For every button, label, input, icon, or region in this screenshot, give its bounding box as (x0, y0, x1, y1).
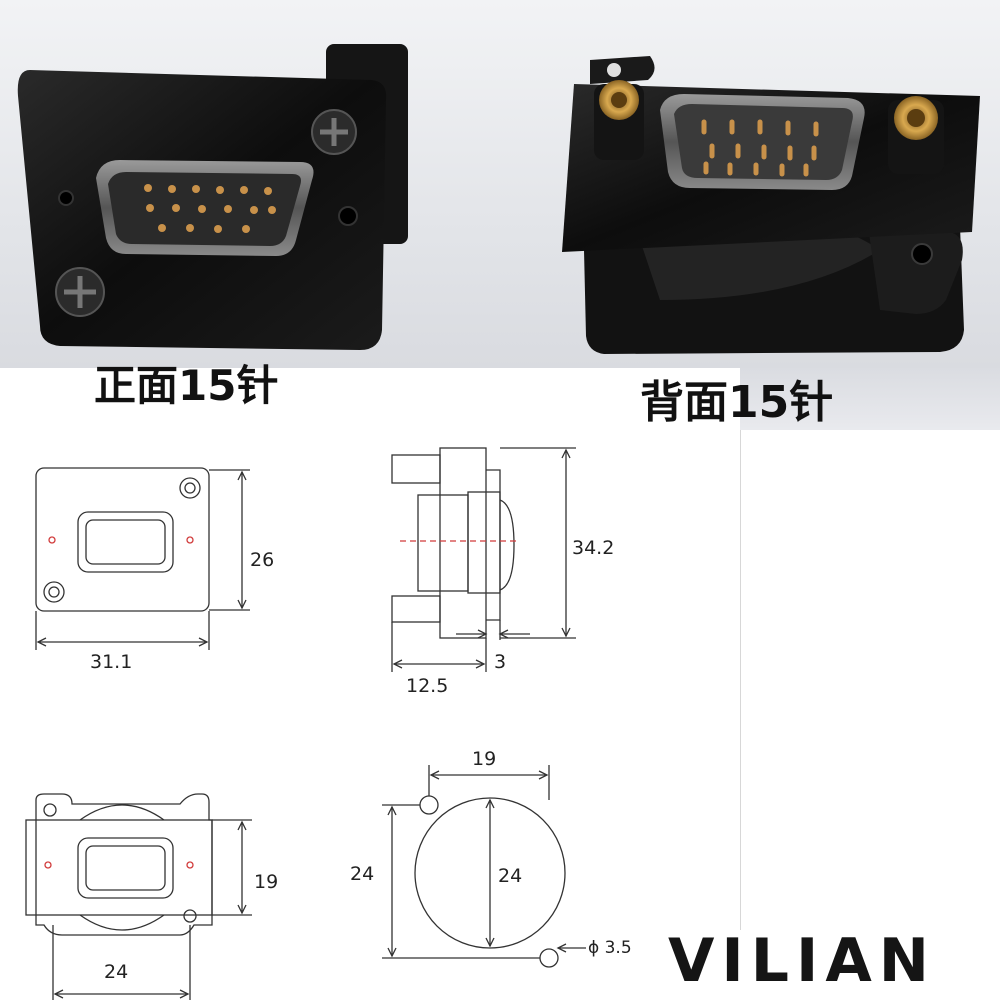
product-photo-band-extension (740, 368, 1000, 430)
cutout-diameter-dimension: 24 (498, 865, 522, 887)
brand-logo: VILIAN (668, 926, 936, 996)
cutout-spacing-dimension: 19 (472, 748, 496, 770)
product-photos (17, 44, 980, 354)
front-view-drawing (35, 467, 250, 650)
back-view-caption: 背面15针 (640, 377, 834, 428)
front-width-dimension: 31.1 (90, 651, 132, 673)
divider-line (740, 430, 741, 930)
flange-thickness-dimension: 3 (494, 651, 506, 673)
back-width-dimension: 24 (104, 961, 128, 983)
back-height-dimension: 19 (254, 871, 278, 893)
front-connector-photo (17, 44, 408, 350)
side-depth-dimension: 12.5 (406, 675, 448, 697)
panel-cutout-drawing (382, 765, 586, 968)
front-view-caption: 正面15针 (94, 361, 279, 410)
dimension-drawings: 26 31.1 34.2 12.5 3 (25, 447, 632, 1000)
back-connector-photo (562, 56, 980, 354)
cutout-height-dimension: 24 (350, 863, 374, 885)
back-view-drawing (25, 793, 252, 1000)
side-height-dimension: 34.2 (572, 537, 614, 559)
side-view-drawing (391, 447, 576, 672)
hole-diameter-dimension: ϕ 3.5 (588, 938, 632, 958)
front-height-dimension: 26 (250, 549, 274, 571)
